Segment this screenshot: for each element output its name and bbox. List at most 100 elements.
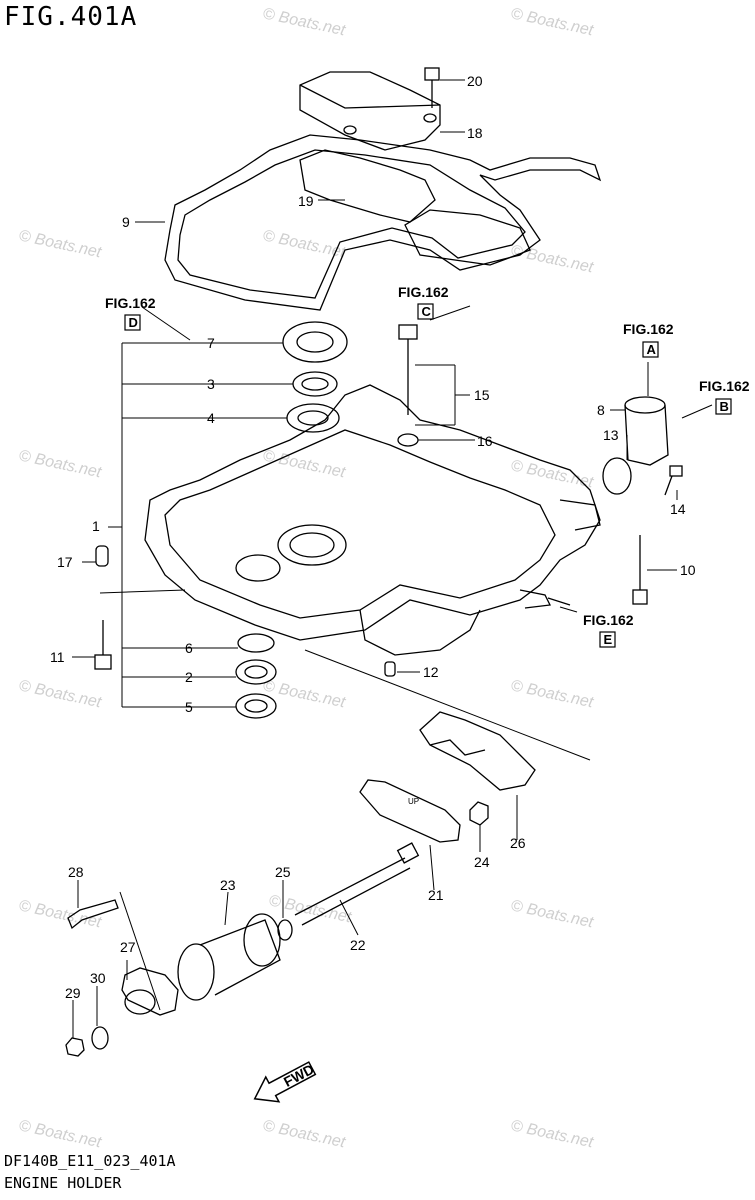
figure-reference-label: FIG.162 xyxy=(699,378,750,394)
gasket-19-outline xyxy=(299,149,436,223)
callout-4: 4 xyxy=(207,410,215,426)
washer-30 xyxy=(91,1026,109,1050)
diagram-caption: ENGINE HOLDER xyxy=(4,1174,122,1192)
figure-reference-label: FIG.162 xyxy=(398,284,449,300)
engine-holder-frame xyxy=(144,384,601,641)
figure-reference-label: FIG.162 xyxy=(623,321,674,337)
callout-24: 24 xyxy=(474,854,490,870)
diagram-code: DF140B_E11_023_401A xyxy=(4,1152,176,1170)
callout-16: 16 xyxy=(477,433,493,449)
figure-reference-box xyxy=(642,341,659,358)
fwd-label: FWD xyxy=(281,1061,317,1090)
shaft-22-lower xyxy=(301,867,411,926)
watermark: © Boats.net xyxy=(261,227,347,261)
seal-6 xyxy=(237,633,275,653)
callout-1: 1 xyxy=(92,518,100,534)
watermark: © Boats.net xyxy=(509,5,595,39)
nut-24 xyxy=(469,801,489,826)
pipe-8 xyxy=(624,404,669,466)
pipe-8-top xyxy=(624,396,666,414)
callout-15: 15 xyxy=(474,387,490,403)
holder-bore xyxy=(277,524,347,566)
figure-reference-box-letter: A xyxy=(647,342,657,357)
watermark: © Boats.net xyxy=(261,1117,347,1151)
nut-29 xyxy=(65,1037,85,1057)
seal-3 xyxy=(292,371,338,397)
watermark: © Boats.net xyxy=(509,457,595,491)
watermark: © Boats.net xyxy=(261,677,347,711)
callout-26: 26 xyxy=(510,835,526,851)
bolt-14 xyxy=(669,465,683,477)
bolt-11-head xyxy=(94,654,112,670)
gasket-outline xyxy=(164,134,602,311)
washer-16 xyxy=(397,433,419,447)
seal-2-inner xyxy=(244,665,268,679)
bolt-14-shank xyxy=(664,475,673,496)
seal-4-inner xyxy=(297,410,329,426)
callout-11: 11 xyxy=(50,649,65,665)
figure-reference-box xyxy=(715,398,732,415)
seal-7-inner xyxy=(296,331,334,353)
figure-reference-box xyxy=(599,631,616,648)
watermark: © Boats.net xyxy=(509,897,595,931)
seal-7 xyxy=(282,321,348,363)
callout-27: 27 xyxy=(120,939,136,955)
seal-5 xyxy=(235,693,277,719)
holder-27-bore xyxy=(124,989,156,1015)
callout-6: 6 xyxy=(185,640,193,656)
callout-18: 18 xyxy=(467,125,483,141)
engine-holder-inner xyxy=(164,429,556,619)
bolt-15-head xyxy=(398,324,418,340)
figure-reference-box xyxy=(417,303,434,320)
shaft-22-upper xyxy=(294,857,406,916)
fwd-arrow: FWD xyxy=(253,1061,317,1103)
callout-14: 14 xyxy=(670,501,686,517)
watermark: © Boats.net xyxy=(261,5,347,39)
figure-reference-box-letter: E xyxy=(604,632,613,647)
gasket-21 xyxy=(359,779,461,843)
cover-18-hole xyxy=(423,113,437,123)
bracket-26-top xyxy=(429,739,486,756)
cover-18-hole xyxy=(343,125,357,135)
gasket-window xyxy=(404,209,531,266)
callout-labels: 1234567891011121314151617181920212223242… xyxy=(50,73,696,1001)
holder-lower-housing xyxy=(359,609,481,656)
figure-reference-box-letter: C xyxy=(422,304,432,319)
watermark: © Boats.net xyxy=(17,227,103,261)
mount-23-end xyxy=(177,943,215,1001)
dowel-12 xyxy=(384,661,396,677)
watermark: © Boats.net xyxy=(509,1117,595,1151)
watermark: © Boats.net xyxy=(17,447,103,481)
callout-29: 29 xyxy=(65,985,81,1001)
gasket-up-mark: UP xyxy=(408,797,419,806)
parts-drawing xyxy=(65,67,713,1057)
callout-8: 8 xyxy=(597,402,605,418)
callout-12: 12 xyxy=(423,664,439,680)
holder-outlet-pipe xyxy=(547,597,571,606)
callout-7: 7 xyxy=(207,335,215,351)
callout-13: 13 xyxy=(603,427,619,443)
mount-23-far-end xyxy=(243,913,281,967)
holder-bore-inner xyxy=(289,532,335,558)
callout-21: 21 xyxy=(428,887,444,903)
holder-bore-small xyxy=(235,554,281,582)
callout-5: 5 xyxy=(185,699,193,715)
holder-27 xyxy=(121,967,179,1016)
seal-2 xyxy=(235,659,277,685)
dowel-17 xyxy=(95,545,109,567)
callout-3: 3 xyxy=(207,376,215,392)
washer-25 xyxy=(277,919,293,941)
callout-2: 2 xyxy=(185,669,193,685)
cover-18-top xyxy=(299,84,441,109)
callout-19: 19 xyxy=(298,193,314,209)
figure-reference-label: FIG.162 xyxy=(583,612,634,628)
shaft-22-nut xyxy=(396,842,420,864)
seal-3-inner xyxy=(301,377,329,391)
figure-reference-box xyxy=(124,314,141,331)
watermark: © Boats.net xyxy=(17,1117,103,1151)
callout-22: 22 xyxy=(350,937,366,953)
bolt-10-head xyxy=(632,589,648,605)
callout-23: 23 xyxy=(220,877,236,893)
